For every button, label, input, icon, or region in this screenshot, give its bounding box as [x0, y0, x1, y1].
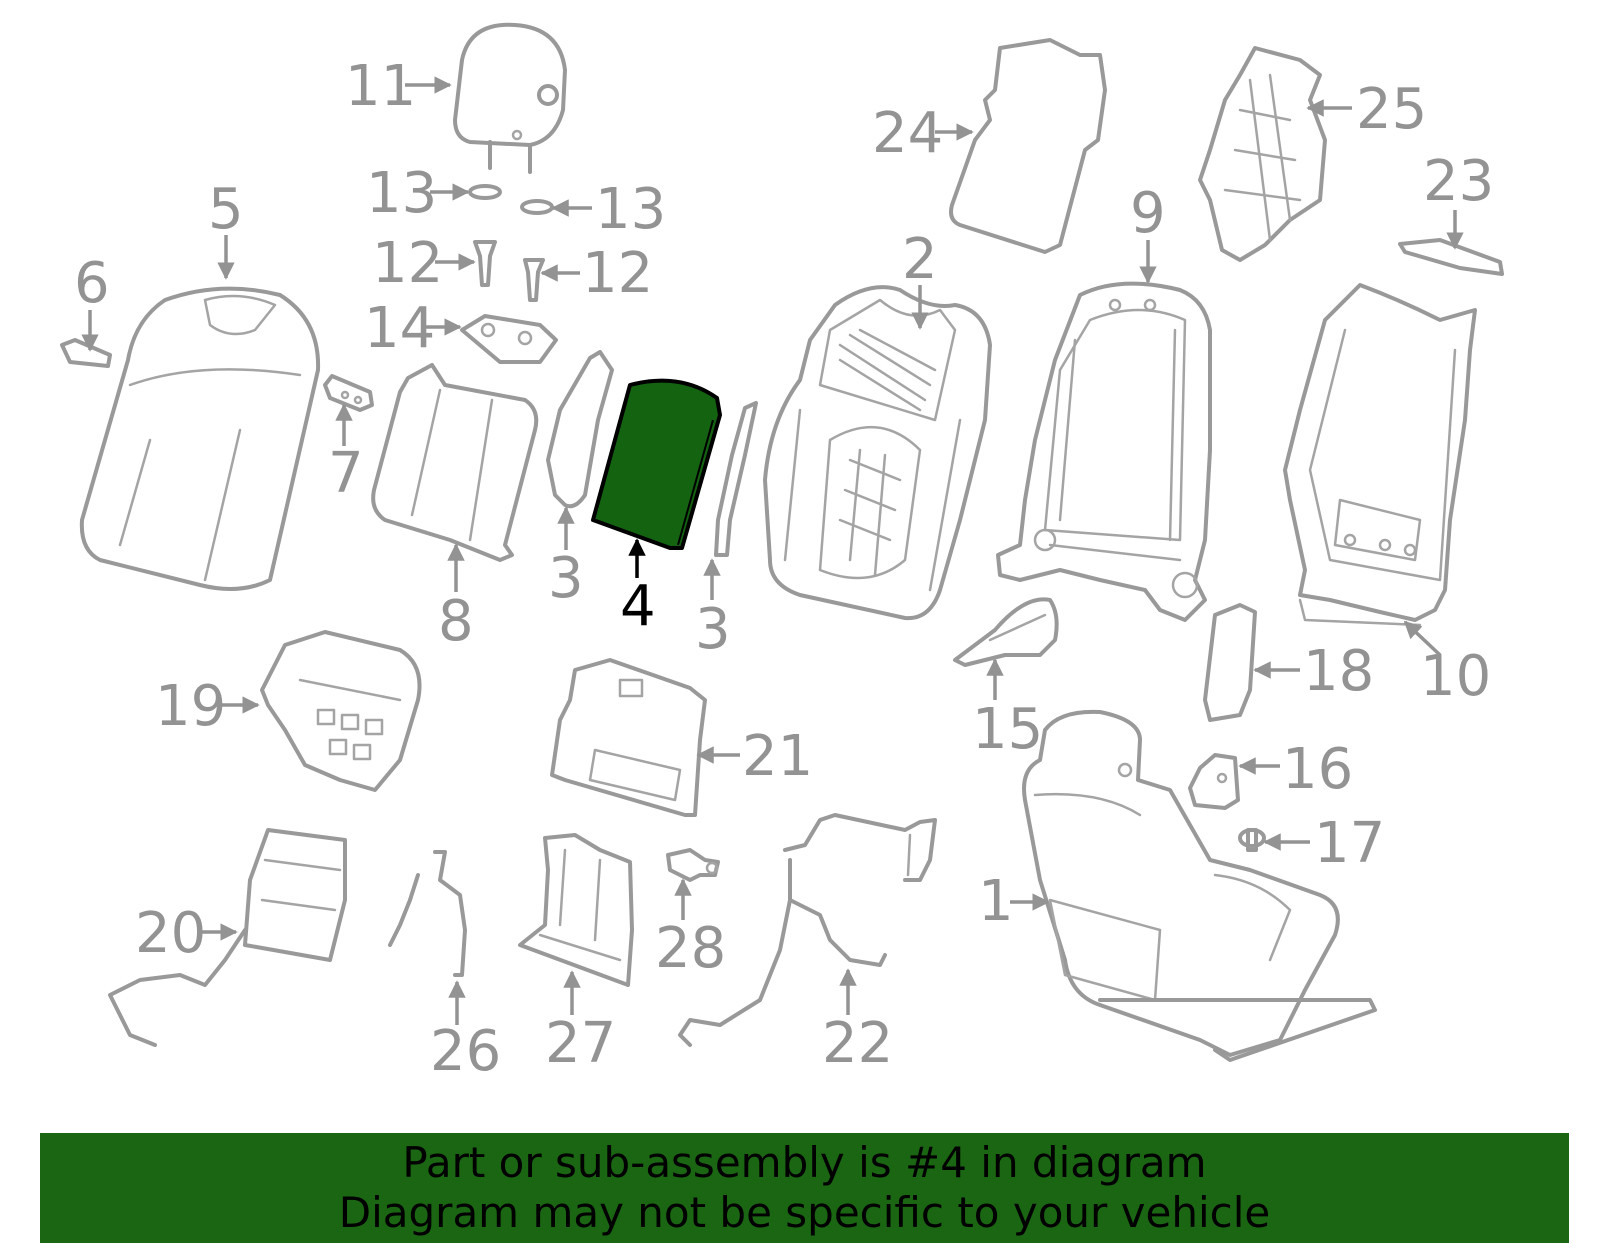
callout-28: 28 — [655, 878, 726, 981]
callout-7: 7 — [328, 403, 364, 506]
callout-2: 2 — [902, 227, 938, 330]
svg-text:8: 8 — [438, 589, 474, 654]
part-4-highlighted-pad — [591, 378, 722, 550]
part-21-panel — [550, 658, 707, 817]
svg-text:18: 18 — [1303, 639, 1374, 704]
part-19-module — [260, 630, 422, 792]
part-3-strip-right — [714, 401, 758, 557]
svg-text:21: 21 — [742, 724, 813, 789]
parts-diagram: 1 2 3 4 3 5 6 7 8 9 10 11 — [60, 22, 1504, 1084]
callout-20: 20 — [135, 901, 238, 966]
svg-text:15: 15 — [972, 697, 1043, 762]
svg-text:22: 22 — [822, 1011, 893, 1076]
callout-16: 16 — [1238, 737, 1353, 802]
part-3-side-pad-left — [546, 350, 614, 509]
svg-text:28: 28 — [655, 916, 726, 981]
callout-12-right: 12 — [540, 241, 653, 306]
part-6-trim — [60, 338, 112, 368]
svg-text:7: 7 — [328, 441, 364, 506]
svg-text:14: 14 — [364, 296, 435, 361]
svg-text:13: 13 — [366, 161, 437, 226]
callout-12-left: 12 — [372, 231, 476, 296]
footer-banner: Part or sub-assembly is #4 in diagram Di… — [40, 1133, 1569, 1243]
svg-text:20: 20 — [135, 901, 206, 966]
callout-9: 9 — [1130, 181, 1166, 284]
callout-5: 5 — [208, 177, 244, 280]
part-23-trim-strip — [1398, 238, 1504, 276]
callout-10: 10 — [1403, 620, 1491, 709]
svg-text:12: 12 — [372, 231, 443, 296]
part-11-headrest — [453, 22, 567, 174]
part-9-frame — [996, 281, 1212, 622]
callout-21: 21 — [696, 724, 813, 789]
svg-text:4: 4 — [620, 574, 656, 639]
part-16-bracket — [1188, 753, 1240, 810]
part-1-seat-assembly — [1022, 709, 1377, 1062]
svg-text:10: 10 — [1420, 644, 1491, 709]
svg-text:26: 26 — [430, 1019, 501, 1084]
svg-text:13: 13 — [595, 177, 666, 242]
part-2-seatback-foam — [763, 285, 992, 621]
part-22-harness — [678, 813, 937, 1047]
part-28-sensor — [666, 848, 720, 882]
svg-text:9: 9 — [1130, 181, 1166, 246]
svg-text:1: 1 — [978, 869, 1014, 934]
part-20-harness — [108, 828, 347, 1047]
callout-22: 22 — [822, 968, 893, 1076]
part-26-cable — [388, 850, 467, 977]
part-17-clip — [1238, 828, 1266, 852]
callout-25: 25 — [1306, 77, 1427, 142]
callout-6: 6 — [74, 251, 110, 352]
callout-17: 17 — [1263, 811, 1385, 876]
svg-text:6: 6 — [74, 251, 110, 316]
callout-27: 27 — [545, 970, 616, 1076]
callout-3-left: 3 — [548, 506, 584, 611]
callout-23: 23 — [1423, 149, 1494, 250]
svg-text:12: 12 — [582, 241, 653, 306]
part-15-cover — [953, 597, 1059, 667]
callout-11: 11 — [345, 54, 452, 119]
part-14-bracket — [460, 314, 558, 364]
part-18-cover — [1203, 603, 1257, 722]
part-12-guides — [473, 240, 545, 302]
callout-4: 4 — [620, 538, 656, 639]
callout-26: 26 — [430, 980, 501, 1084]
part-24-pad — [949, 38, 1107, 254]
svg-text:3: 3 — [548, 546, 584, 611]
part-8-back-panel — [371, 363, 539, 562]
footer-line-1: Part or sub-assembly is #4 in diagram — [402, 1138, 1207, 1187]
part-13-grommets — [468, 184, 554, 215]
svg-text:2: 2 — [902, 227, 938, 292]
footer-line-2: Diagram may not be specific to your vehi… — [338, 1188, 1271, 1237]
svg-text:17: 17 — [1314, 811, 1385, 876]
svg-text:16: 16 — [1282, 737, 1353, 802]
callout-15: 15 — [972, 658, 1043, 762]
part-5-seatback-cover — [79, 286, 321, 591]
callout-18: 18 — [1253, 639, 1374, 704]
part-25-bracket — [1198, 46, 1327, 262]
part-7-bracket — [323, 374, 374, 412]
svg-text:3: 3 — [695, 597, 731, 662]
svg-text:11: 11 — [345, 54, 416, 119]
svg-text:19: 19 — [155, 674, 226, 739]
svg-text:24: 24 — [872, 101, 943, 166]
part-10-back-shell — [1283, 283, 1477, 627]
svg-text:25: 25 — [1356, 77, 1427, 142]
callout-8: 8 — [438, 543, 474, 654]
callout-3-right: 3 — [695, 558, 731, 662]
callout-24: 24 — [872, 101, 974, 166]
svg-text:27: 27 — [545, 1011, 616, 1076]
callout-1: 1 — [978, 869, 1050, 934]
svg-text:5: 5 — [208, 177, 244, 242]
callout-14: 14 — [364, 296, 462, 361]
svg-text:23: 23 — [1423, 149, 1494, 214]
callout-19: 19 — [155, 674, 260, 739]
callout-13-left: 13 — [366, 161, 470, 226]
callout-13-right: 13 — [551, 177, 666, 242]
part-27-bracket — [518, 833, 634, 987]
